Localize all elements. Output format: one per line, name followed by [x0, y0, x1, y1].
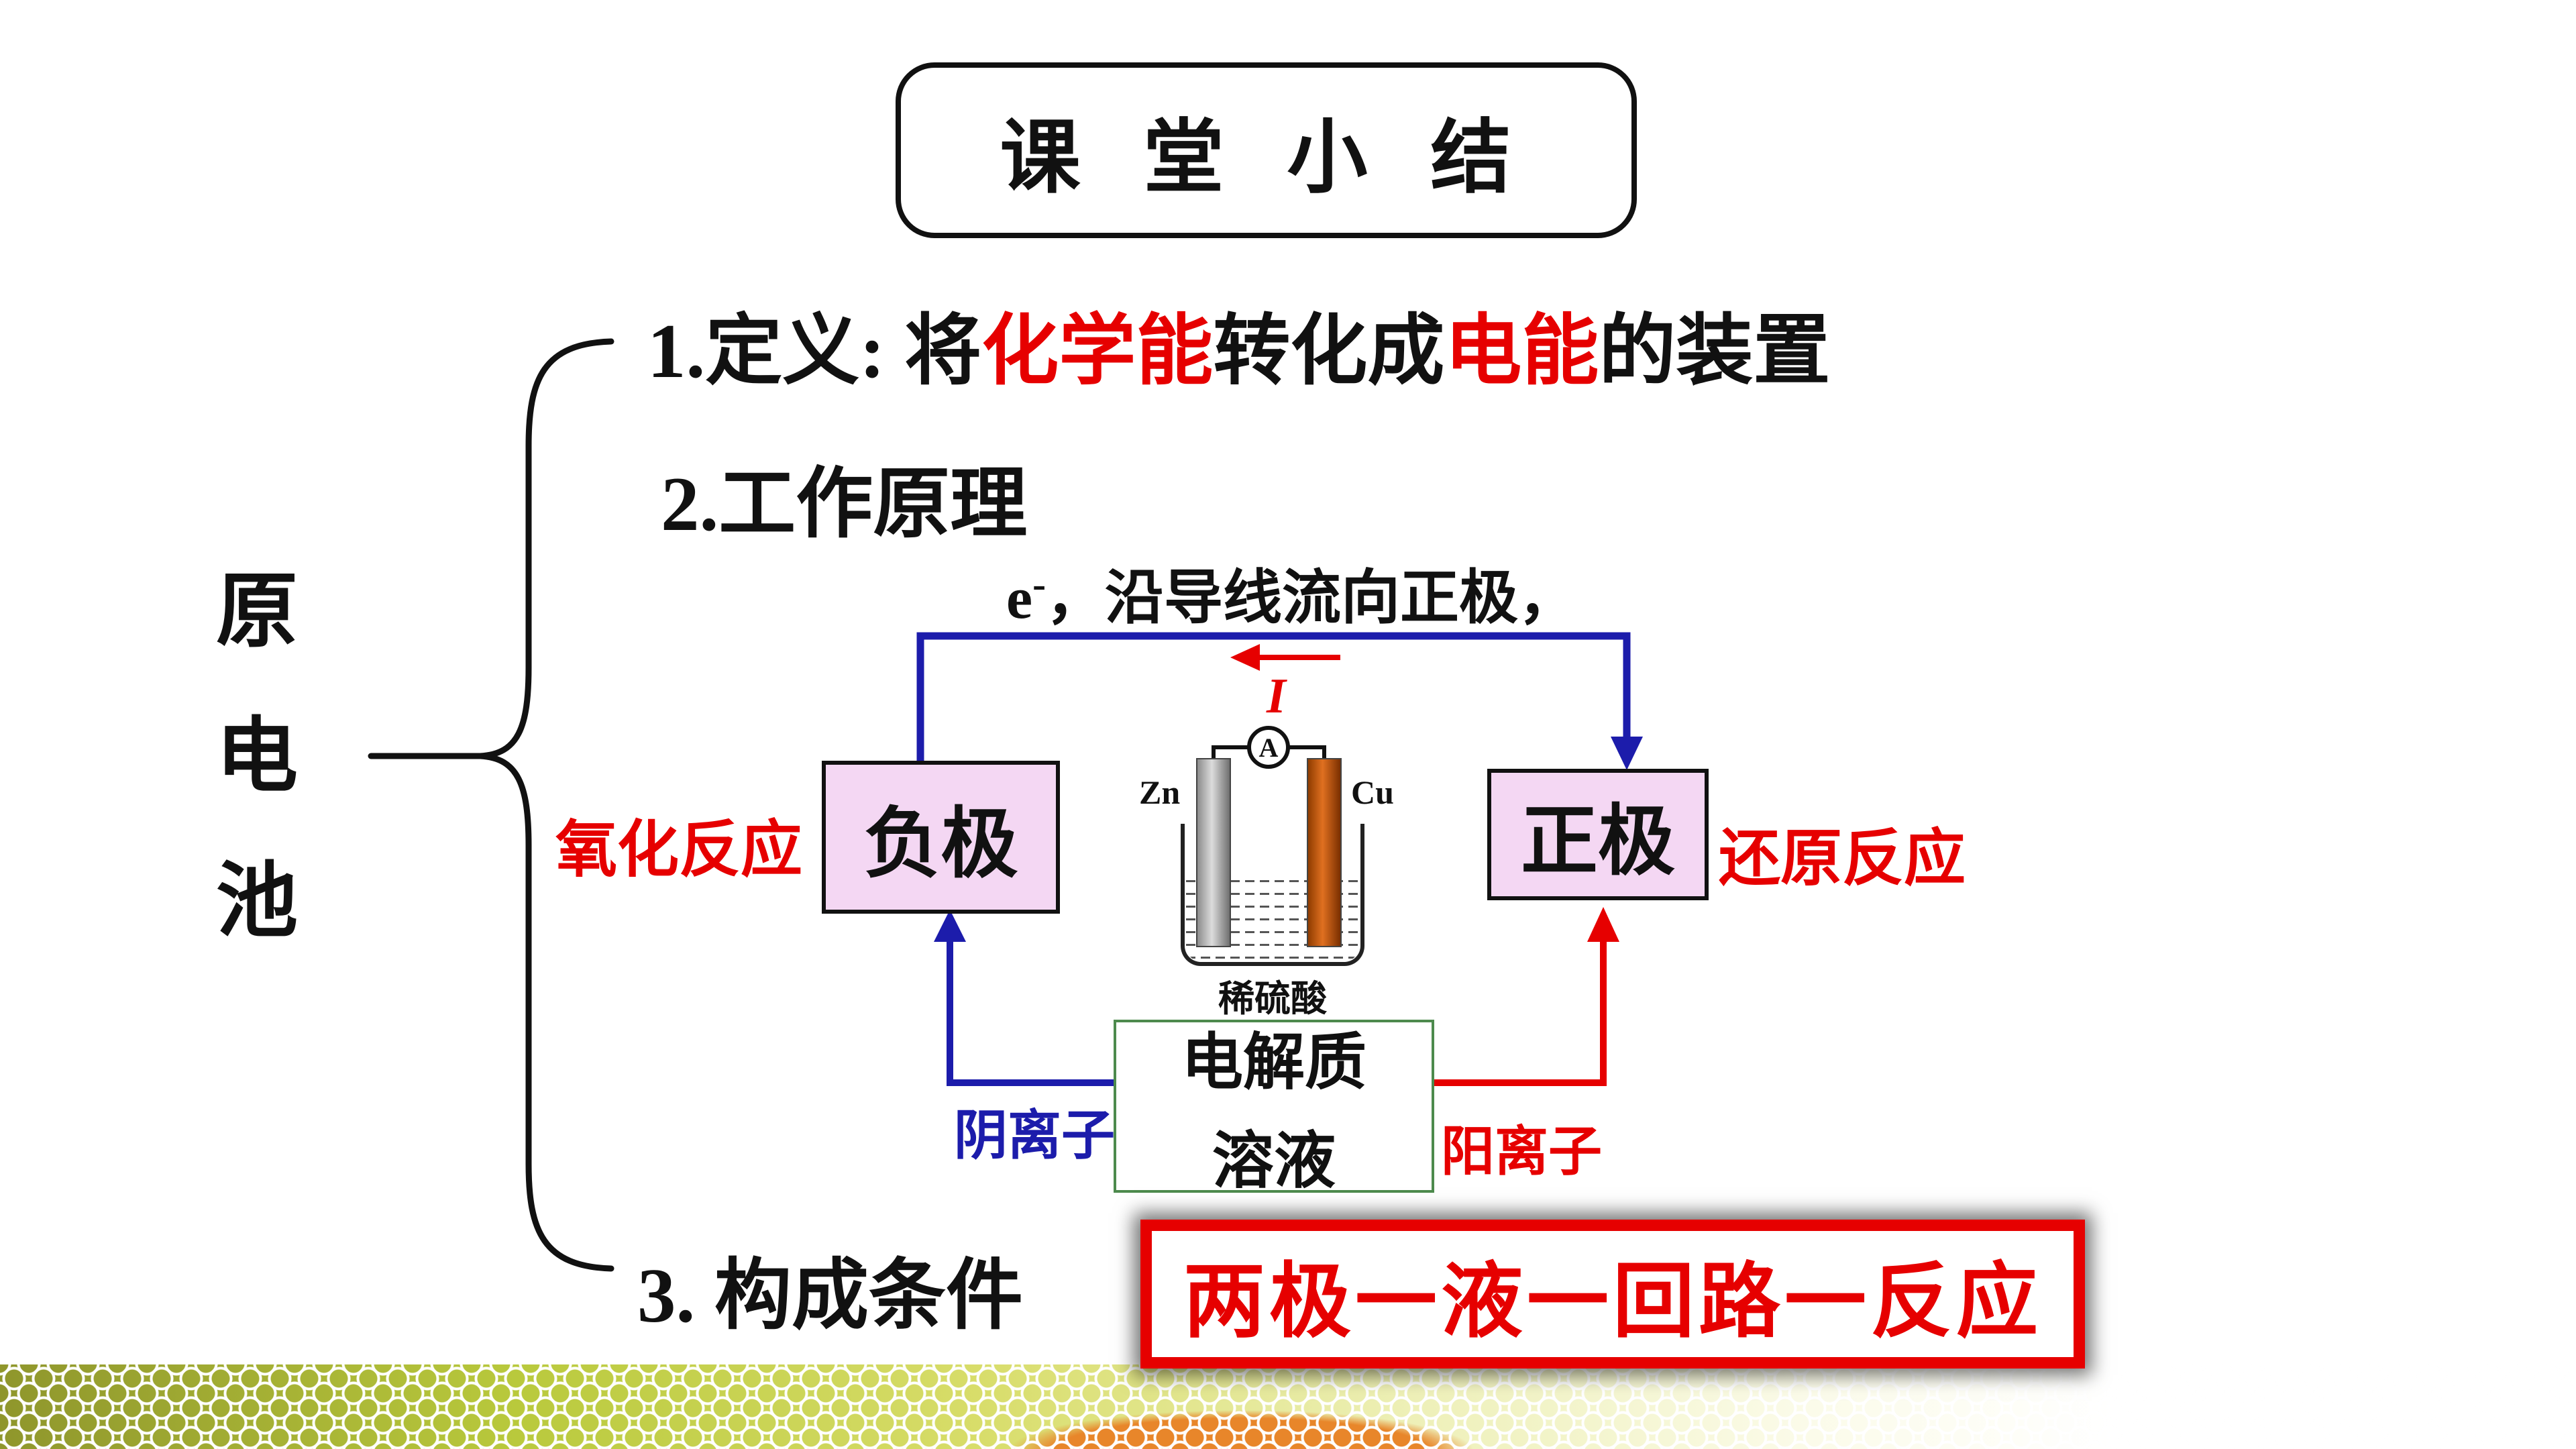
- topic-char-1: 原: [216, 567, 298, 657]
- definition-highlight-electric-energy: 电能: [1444, 309, 1599, 394]
- electrolyte-solution-box: 电解质 溶液: [1114, 1020, 1434, 1195]
- definition-mid: 转化成: [1213, 309, 1445, 394]
- topic-char-2: 电: [216, 712, 298, 802]
- negative-electrode-box: 负极: [822, 761, 1060, 914]
- slide-title: 课 堂 小 结: [1000, 113, 1533, 203]
- definition-highlight-chemical-energy: 化学能: [981, 309, 1214, 394]
- ammeter: A: [1247, 726, 1290, 769]
- positive-electrode-box: 正极: [1487, 769, 1709, 900]
- oxidation-label: 氧化反应: [555, 816, 803, 884]
- dilute-acid-label: 稀硫酸: [1218, 979, 1327, 1019]
- positive-electrode-label: 正极: [1520, 799, 1675, 884]
- conclusion-box: 两极一液一回路一反应: [1140, 1220, 2085, 1368]
- current-arrowhead: [1230, 644, 1260, 671]
- copper-electrode-bar: [1307, 758, 1342, 947]
- outline-item-working-principle: 2.工作原理: [661, 462, 1028, 547]
- electrolyte-line-1: 电解质: [1181, 1028, 1366, 1097]
- cation-arrowhead: [1587, 907, 1619, 942]
- outline-item-definition: 1.定义: 将化学能转化成电能的装置: [647, 288, 1830, 400]
- zinc-electrode-label: Zn: [1139, 773, 1181, 811]
- electron-wire-arrowhead: [1611, 737, 1643, 770]
- reduction-label: 还原反应: [1719, 824, 1966, 893]
- copper-electrode-label: Cu: [1351, 773, 1394, 811]
- definition-lead: 1.定义: 将: [647, 309, 982, 394]
- ammeter-letter: A: [1258, 732, 1279, 763]
- decorative-bottom-border: [0, 1364, 2576, 1449]
- negative-electrode-label: 负极: [863, 802, 1018, 887]
- anion-path: [947, 939, 1114, 1086]
- electron-symbol: e: [1006, 566, 1033, 631]
- anion-label: 阴离子: [954, 1107, 1115, 1166]
- electron-charge-sign: -: [1032, 561, 1046, 606]
- electrolyte-line-2: 溶液: [1212, 1127, 1336, 1195]
- electron-flow-text: ，沿导线流向正极，: [1046, 566, 1578, 631]
- topic-char-3: 池: [216, 857, 298, 947]
- electron-flow-note: e-，沿导线流向正极，: [1006, 550, 1577, 635]
- anion-arrowhead: [934, 910, 966, 942]
- definition-tail: 的装置: [1599, 309, 1831, 394]
- conclusion-text: 两极一液一回路一反应: [1183, 1256, 2042, 1348]
- zinc-electrode-bar: [1196, 758, 1231, 947]
- topic-label: 原 电 池: [216, 572, 298, 943]
- current-symbol: I: [1267, 669, 1286, 724]
- title-box: 课 堂 小 结: [896, 62, 1637, 238]
- cation-path: [1433, 939, 1607, 1086]
- cation-label: 阳离子: [1441, 1123, 1602, 1182]
- outline-item-conditions: 3. 构成条件: [637, 1253, 1024, 1338]
